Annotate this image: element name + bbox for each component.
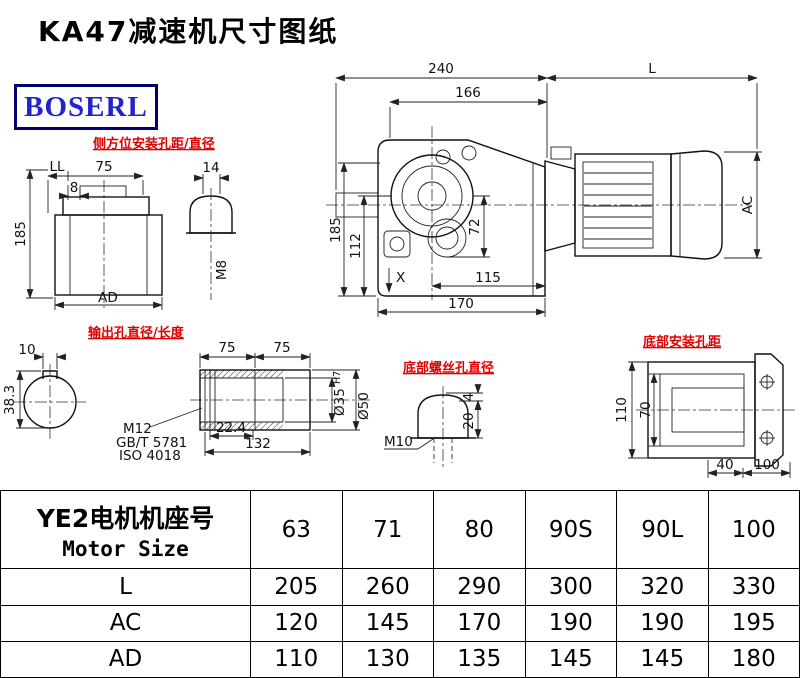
L-value-1: 260 [341, 568, 434, 606]
dim-20: 20 [461, 412, 477, 429]
label-M10: M10 [384, 434, 413, 450]
boserl-logo-text: BOSERL [24, 90, 148, 123]
table-row-L: L 205 260 290 300 320 330 [0, 568, 800, 606]
dim-132: 132 [245, 436, 271, 452]
size-col-4: 90L [616, 489, 709, 570]
technical-drawing: 240 L 166 185 112 72 X 115 170 AC [2, 61, 796, 478]
dim-22-4: 22.4 [216, 420, 246, 436]
header-cn: YE2电机机座号 [36, 503, 215, 533]
dim-75a: 75 [218, 340, 235, 356]
main-assembly-drawing: 240 L 166 185 112 72 X 115 170 AC [326, 61, 762, 317]
label-bottom-mount: 底部安装孔距 [643, 334, 721, 350]
header-en: Motor Size [62, 536, 189, 561]
dim-40: 40 [716, 457, 733, 473]
bottom-mount-drawing: 110 70 40 100 [614, 353, 796, 478]
dim-185-main: 185 [328, 217, 344, 243]
dim-110: 110 [614, 397, 630, 423]
label-side-mount: 侧方位安装孔距/直径 [93, 136, 215, 152]
AD-value-0: 110 [250, 640, 343, 678]
label-M12: M12 [123, 421, 152, 437]
dim-100: 100 [754, 457, 780, 473]
boserl-logo: BOSERL [14, 84, 158, 130]
label-gb5781: GB/T 5781 [116, 435, 187, 451]
dim-dia35: Ø35 [332, 388, 348, 416]
bore-section-drawing: 10 38.3 [2, 342, 86, 442]
dim-72: 72 [467, 218, 483, 235]
row-label-AD: AD [0, 640, 251, 678]
dim-115: 115 [475, 270, 501, 286]
L-value-5: 330 [707, 568, 800, 606]
table-header-row: YE2电机机座号 Motor Size 63 71 80 90S 90L 100 [0, 489, 800, 570]
bottom-screw-drawing: M10 4 20 [384, 384, 483, 468]
size-col-3: 90S [524, 489, 617, 570]
dim-112: 112 [348, 233, 364, 259]
dim-75b: 75 [273, 340, 290, 356]
dim-14: 14 [202, 160, 219, 176]
label-iso4018: ISO 4018 [119, 448, 181, 464]
L-value-2: 290 [433, 568, 526, 606]
size-col-1: 71 [341, 489, 434, 570]
AD-value-4: 145 [616, 640, 709, 678]
side-plug-drawing: 14 M8 [186, 160, 236, 300]
size-col-2: 80 [433, 489, 526, 570]
AC-value-3: 190 [524, 604, 617, 642]
dim-166: 166 [455, 85, 481, 101]
dim-240: 240 [428, 61, 454, 77]
L-value-3: 300 [524, 568, 617, 606]
dim-LL: LL [49, 159, 65, 175]
dim-75-side: 75 [95, 159, 112, 175]
AD-value-5: 180 [707, 640, 800, 678]
output-shaft-drawing: 75 75 22.4 132 M12 GB/T 5781 ISO 4018 Ø3… [116, 340, 372, 464]
AC-value-2: 170 [433, 604, 526, 642]
L-value-0: 205 [250, 568, 343, 606]
dim-4: 4 [461, 393, 477, 402]
size-col-5: 100 [707, 489, 800, 570]
dim-X: X [396, 270, 405, 286]
red-callout-labels: 侧方位安装孔距/直径 输出孔直径/长度 底部螺丝孔直径 底部安装孔距 [88, 136, 721, 376]
table-row-AC: AC 120 145 170 190 190 195 [0, 604, 800, 642]
dim-8: 8 [70, 180, 79, 196]
AD-value-1: 130 [341, 640, 434, 678]
table-row-AD: AD 110 130 135 145 145 180 [0, 640, 800, 678]
AC-value-5: 195 [707, 604, 800, 642]
row-label-AC: AC [0, 604, 251, 642]
dim-AC: AC [740, 196, 756, 214]
AC-value-1: 145 [341, 604, 434, 642]
dim-L: L [648, 61, 656, 77]
dim-10: 10 [18, 342, 35, 358]
side-view-drawing: LL 75 8 185 AD [13, 159, 163, 310]
dim-170: 170 [448, 296, 474, 312]
size-col-0: 63 [250, 489, 343, 570]
dim-38-3: 38.3 [2, 385, 18, 415]
page-title: KA47减速机尺寸图纸 [38, 15, 339, 48]
label-bottom-screw: 底部螺丝孔直径 [403, 360, 494, 376]
header-motor-size-cell: YE2电机机座号 Motor Size [0, 489, 251, 570]
label-output-hole: 输出孔直径/长度 [88, 325, 185, 341]
dim-M8: M8 [214, 260, 230, 280]
AD-value-2: 135 [433, 640, 526, 678]
dim-dia35-tol: H7 [332, 371, 343, 384]
AD-value-3: 145 [524, 640, 617, 678]
row-label-L: L [0, 568, 251, 606]
AC-value-0: 120 [250, 604, 343, 642]
dim-dia50: Ø50 [356, 392, 372, 420]
dim-AD: AD [98, 290, 118, 306]
dim-70: 70 [638, 401, 654, 418]
AC-value-4: 190 [616, 604, 709, 642]
dim-185-side: 185 [13, 221, 29, 247]
motor-dimension-table: YE2电机机座号 Motor Size 63 71 80 90S 90L 100… [0, 489, 800, 678]
L-value-4: 320 [616, 568, 709, 606]
